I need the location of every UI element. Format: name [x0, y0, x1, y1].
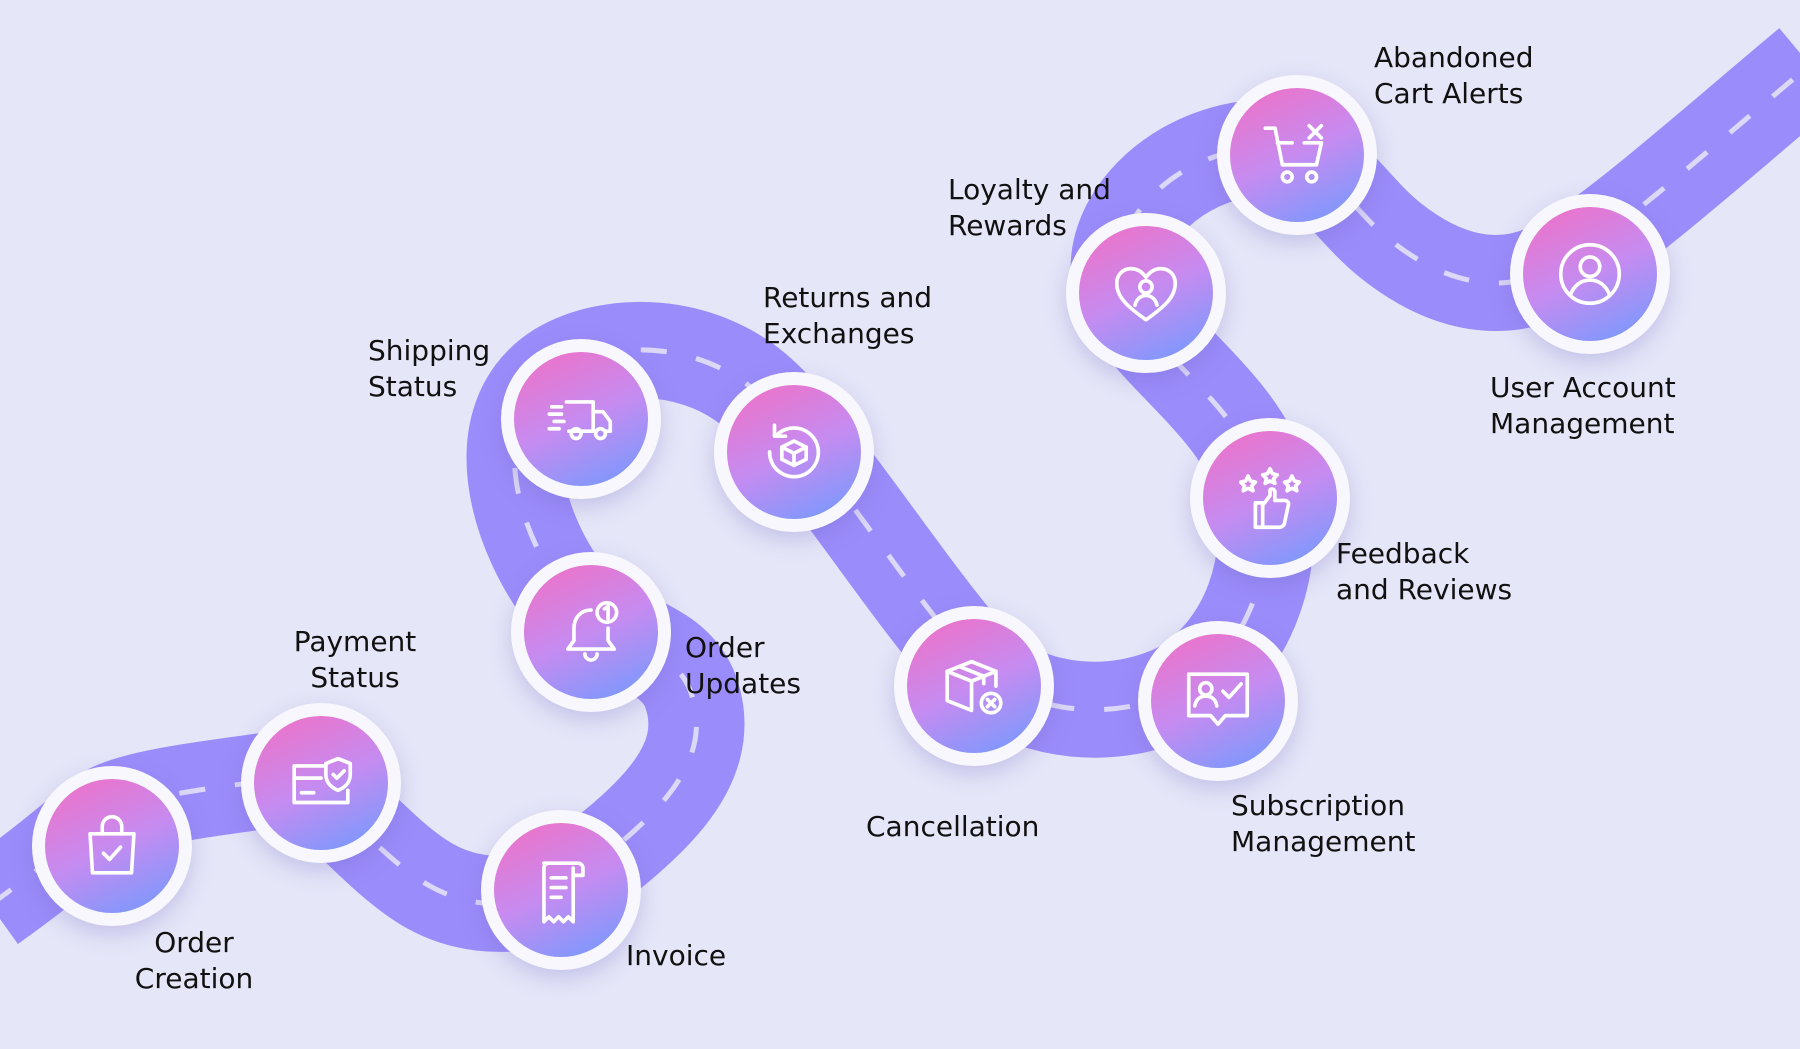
label-order-updates: Order Updates — [685, 631, 801, 700]
stage-order-creation — [32, 766, 192, 926]
label-order-creation: Order Creation — [134, 926, 254, 995]
label-cancellation: Cancellation — [866, 810, 1040, 843]
cart-remove-icon — [1263, 123, 1324, 184]
label-invoice: Invoice — [626, 939, 727, 972]
user-check-message-icon — [1186, 672, 1250, 726]
receipt-icon — [542, 861, 585, 924]
stage-abandoned-cart-alerts — [1217, 75, 1377, 235]
label-shipping-status: Shipping Status — [368, 334, 491, 403]
stage-loyalty-rewards — [1066, 213, 1226, 373]
heart-user-icon — [1114, 266, 1178, 322]
label-user-account-management: User Account Management — [1490, 371, 1676, 440]
stage-invoice — [481, 810, 641, 970]
label-feedback-reviews: Feedback and Reviews — [1336, 537, 1513, 606]
stage-subscription-management — [1138, 621, 1298, 781]
thumbs-up-stars-icon — [1238, 466, 1302, 530]
stage-cancellation — [894, 606, 1054, 766]
box-cancel-icon — [945, 659, 1003, 715]
stage-feedback-reviews — [1190, 418, 1350, 578]
delivery-truck-icon — [547, 400, 613, 441]
label-payment-status: Payment Status — [293, 625, 417, 694]
label-abandoned-cart-alerts: Abandoned Cart Alerts — [1374, 41, 1534, 110]
shopping-bag-check-icon — [88, 814, 136, 875]
label-loyalty-rewards: Loyalty and Rewards — [948, 173, 1111, 242]
user-circle-icon — [1558, 242, 1622, 306]
bell-notification-icon — [566, 600, 619, 662]
stage-order-updates — [511, 552, 671, 712]
label-returns-exchanges: Returns and Exchanges — [763, 281, 933, 350]
stage-shipping-status — [501, 339, 661, 499]
stage-returns-exchanges — [714, 372, 874, 532]
label-subscription-management: Subscription Management — [1231, 789, 1416, 858]
stage-user-account-management — [1510, 194, 1670, 354]
card-shield-icon — [292, 756, 353, 805]
stage-payment-status — [241, 703, 401, 863]
box-return-icon — [767, 423, 821, 479]
